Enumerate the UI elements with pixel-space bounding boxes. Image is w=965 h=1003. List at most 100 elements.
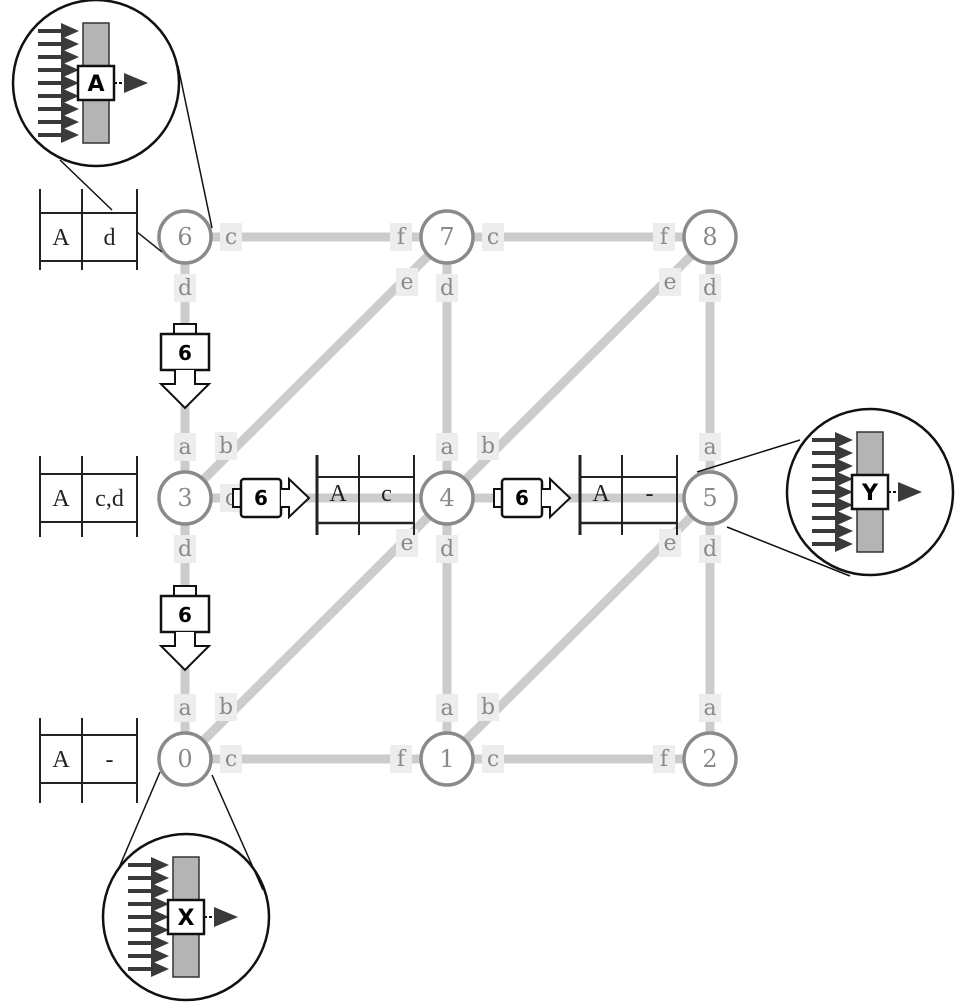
port-label-d: d bbox=[436, 274, 458, 302]
node-3: 3 bbox=[157, 470, 213, 526]
svg-text:6: 6 bbox=[177, 223, 192, 251]
routing-table-3-cell-0: A bbox=[52, 486, 70, 512]
port-label-e: e bbox=[396, 529, 418, 557]
svg-text:e: e bbox=[400, 270, 413, 295]
svg-text:d: d bbox=[703, 537, 717, 562]
port-label-a: a bbox=[436, 433, 458, 461]
svg-text:8: 8 bbox=[702, 223, 717, 251]
svg-text:3: 3 bbox=[177, 484, 192, 512]
port-label-f: f bbox=[653, 745, 675, 773]
port-label-a: a bbox=[699, 433, 721, 461]
svg-text:f: f bbox=[397, 225, 407, 250]
port-label-a: a bbox=[174, 694, 196, 722]
routing-table-5-cell-1: - bbox=[646, 481, 654, 507]
svg-text:4: 4 bbox=[439, 484, 454, 512]
svg-text:c: c bbox=[487, 747, 499, 772]
svg-text:6: 6 bbox=[254, 486, 268, 510]
switch-callout-2: X bbox=[101, 832, 271, 1002]
packet-down-0: 6 bbox=[158, 323, 212, 410]
svg-text:a: a bbox=[178, 696, 191, 721]
port-label-d: d bbox=[699, 274, 721, 302]
svg-text:f: f bbox=[397, 747, 407, 772]
svg-text:c: c bbox=[487, 225, 499, 250]
switch-callout-1: Y bbox=[785, 407, 955, 577]
svg-text:1: 1 bbox=[439, 745, 454, 773]
node-layer: 0 1 2 3 4 5 6 7 8 bbox=[157, 209, 738, 787]
node-0: 0 bbox=[157, 731, 213, 787]
svg-text:b: b bbox=[219, 434, 233, 459]
port-label-f: f bbox=[653, 223, 675, 251]
svg-text:a: a bbox=[703, 435, 716, 460]
svg-text:d: d bbox=[703, 276, 717, 301]
svg-text:c: c bbox=[225, 225, 237, 250]
svg-text:e: e bbox=[663, 531, 676, 556]
packet-layer: 6 6 6 6 bbox=[158, 323, 572, 672]
node-8: 8 bbox=[682, 209, 738, 265]
port-label-d: d bbox=[174, 535, 196, 563]
svg-text:Y: Y bbox=[861, 481, 879, 506]
node-6: 6 bbox=[157, 209, 213, 265]
port-label-e: e bbox=[396, 268, 418, 296]
routing-table-4-cell-0: A bbox=[329, 481, 347, 507]
svg-text:2: 2 bbox=[702, 745, 717, 773]
routing-table-6-cell-0: A bbox=[52, 225, 70, 251]
port-label-d: d bbox=[436, 535, 458, 563]
routing-table-0-cell-0: A bbox=[52, 747, 70, 773]
port-label-a: a bbox=[174, 433, 196, 461]
svg-text:a: a bbox=[440, 435, 453, 460]
routing-table-6-cell-1: d bbox=[104, 225, 116, 251]
svg-text:a: a bbox=[703, 696, 716, 721]
port-label-e: e bbox=[659, 529, 681, 557]
port-label-e: e bbox=[659, 268, 681, 296]
switch-callout-0: A bbox=[11, 0, 181, 168]
routing-table-4-cell-1: c bbox=[381, 481, 392, 507]
svg-text:d: d bbox=[440, 537, 454, 562]
svg-text:d: d bbox=[178, 537, 192, 562]
svg-text:d: d bbox=[440, 276, 454, 301]
svg-text:6: 6 bbox=[178, 341, 192, 365]
svg-text:6: 6 bbox=[515, 486, 529, 510]
routing-table-5: A- bbox=[578, 455, 678, 535]
packet-right-3: 6 bbox=[493, 476, 572, 520]
routing-table-0: A- bbox=[39, 718, 138, 803]
routing-table-0-cell-1: - bbox=[106, 747, 114, 773]
svg-text:d: d bbox=[178, 276, 192, 301]
port-label-b: b bbox=[477, 693, 499, 721]
svg-text:a: a bbox=[178, 435, 191, 460]
port-label-c: c bbox=[220, 223, 242, 251]
node-4: 4 bbox=[419, 470, 475, 526]
node-7: 7 bbox=[419, 209, 475, 265]
svg-text:X: X bbox=[178, 906, 195, 931]
port-label-d: d bbox=[174, 274, 196, 302]
port-label-c: c bbox=[220, 745, 242, 773]
switch-callout-layer: A Y X bbox=[11, 0, 955, 1002]
port-label-c: c bbox=[482, 223, 504, 251]
routing-table-5-cell-0: A bbox=[592, 481, 610, 507]
svg-text:0: 0 bbox=[177, 745, 192, 773]
port-label-b: b bbox=[477, 432, 499, 460]
svg-text:e: e bbox=[663, 270, 676, 295]
svg-text:f: f bbox=[660, 747, 670, 772]
svg-text:b: b bbox=[219, 695, 233, 720]
svg-text:f: f bbox=[660, 225, 670, 250]
port-label-b: b bbox=[215, 693, 237, 721]
svg-text:b: b bbox=[481, 695, 495, 720]
svg-text:5: 5 bbox=[702, 484, 717, 512]
port-label-a: a bbox=[699, 694, 721, 722]
svg-text:c: c bbox=[225, 747, 237, 772]
packet-right-2: 6 bbox=[232, 476, 311, 520]
svg-text:A: A bbox=[87, 72, 104, 97]
port-label-c: c bbox=[482, 745, 504, 773]
port-label-d: d bbox=[699, 535, 721, 563]
svg-text:e: e bbox=[400, 531, 413, 556]
node-2: 2 bbox=[682, 731, 738, 787]
svg-text:a: a bbox=[440, 696, 453, 721]
packet-down-1: 6 bbox=[158, 585, 212, 672]
node-5: 5 bbox=[682, 470, 738, 526]
